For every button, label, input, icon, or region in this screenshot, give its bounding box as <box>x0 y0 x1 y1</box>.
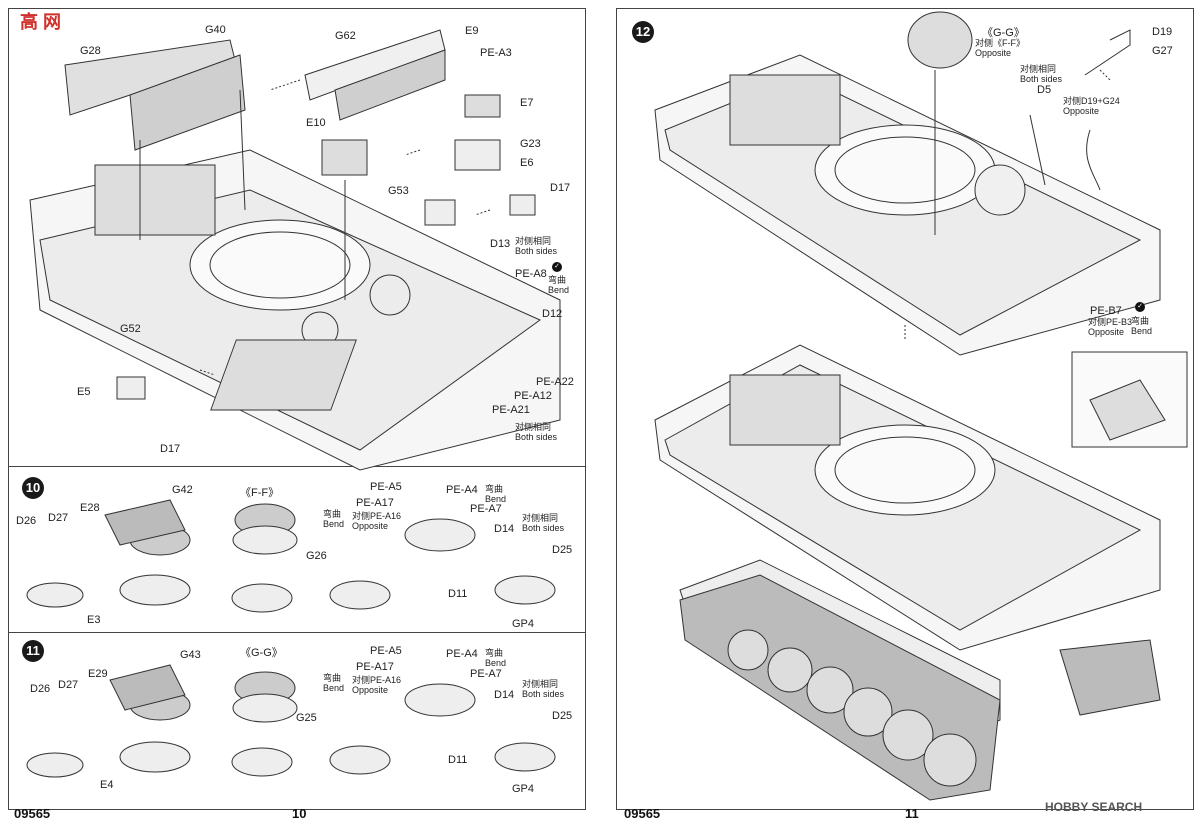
step-10-badge: 10 <box>22 477 44 499</box>
kit-code-right: 09565 <box>624 806 661 821</box>
label-D17b: D17 <box>160 443 181 455</box>
site-logo: 高 网 <box>20 12 62 32</box>
step-11-panel <box>8 632 586 810</box>
label-both-sides: 对侧相同 Both sides <box>522 513 565 533</box>
label-D19G24-opposite: 对侧D19+G24 Opposite <box>1063 96 1120 116</box>
label-E9: E9 <box>465 25 479 37</box>
label-PE-A4: PE-A4 <box>446 484 478 496</box>
label-GG-12: 《G-G》 <box>982 27 1025 39</box>
label-G40: G40 <box>205 24 226 36</box>
label-PE-A17-11: PE-A17 <box>356 661 394 673</box>
label-bend-1: 弯曲 Bend <box>548 275 570 295</box>
label-both-sides-1: 对侧相同 Both sides <box>515 236 558 256</box>
label-E28: E28 <box>80 502 100 514</box>
label-G23: G23 <box>520 138 541 150</box>
label-PE-A22: PE-A22 <box>536 376 574 388</box>
label-D14: D14 <box>494 523 515 535</box>
step-12-badge: 12 <box>632 21 654 43</box>
label-bend-b: 弯曲 Bend <box>323 509 345 529</box>
label-D27-11: D27 <box>58 679 79 691</box>
label-G26: G26 <box>306 550 327 562</box>
label-PE-A12: PE-A12 <box>514 390 552 402</box>
label-bend-a-11: 弯曲 Bend <box>485 648 507 668</box>
label-D11: D11 <box>448 588 468 600</box>
label-G42: G42 <box>172 484 193 496</box>
label-D26-11: D26 <box>30 683 51 695</box>
label-D25-11: D25 <box>552 710 573 722</box>
bend-check-icon: ✓ <box>552 262 562 272</box>
label-both-sides-2: 对侧相同 Both sides <box>515 422 558 442</box>
label-both-sides-11: 对侧相同 Both sides <box>522 679 565 699</box>
label-D13: D13 <box>490 238 511 250</box>
label-E3: E3 <box>87 614 101 626</box>
label-E29: E29 <box>88 668 108 680</box>
label-opposite: 对侧PE-A16 Opposite <box>352 511 402 531</box>
label-PE-A7-11: PE-A7 <box>470 668 502 680</box>
label-D26: D26 <box>16 515 37 527</box>
label-D12: D12 <box>542 308 563 320</box>
label-D14-11: D14 <box>494 689 515 701</box>
label-PE-A8: PE-A8 <box>515 268 547 280</box>
label-FF-opposite: 对侧《F-F》 Opposite <box>975 38 1025 58</box>
label-PE-B3-opposite: 对侧PE-B3 Opposite <box>1088 317 1133 337</box>
step-10-panel <box>8 466 586 634</box>
kit-code-left: 09565 <box>14 806 51 821</box>
label-PE-A7: PE-A7 <box>470 503 502 515</box>
label-bend-a: 弯曲 Bend <box>485 484 507 504</box>
label-FF: 《F-F》 <box>240 487 280 499</box>
label-G53: G53 <box>388 185 409 197</box>
bend-check-icon-12: ✓ <box>1135 302 1145 312</box>
label-D25: D25 <box>552 544 573 556</box>
label-E7: E7 <box>520 97 534 109</box>
label-PE-A3: PE-A3 <box>480 47 512 59</box>
label-G25: G25 <box>296 712 317 724</box>
label-D27: D27 <box>48 512 69 524</box>
label-bend-12: 弯曲 Bend <box>1131 316 1153 336</box>
label-GG: 《G-G》 <box>240 647 283 659</box>
label-E4: E4 <box>100 779 114 791</box>
label-E10: E10 <box>306 117 326 129</box>
label-PE-A4-11: PE-A4 <box>446 648 478 660</box>
label-opposite-11: 对侧PE-A16 Opposite <box>352 675 402 695</box>
label-D5: D5 <box>1037 84 1052 96</box>
label-E5: E5 <box>77 386 91 398</box>
page-number-right: 11 <box>905 806 919 821</box>
label-G28: G28 <box>80 45 101 57</box>
label-G43: G43 <box>180 649 201 661</box>
label-D11-11: D11 <box>448 754 468 766</box>
label-PE-A5: PE-A5 <box>370 481 402 493</box>
label-GP4-11: GP4 <box>512 783 535 795</box>
label-PE-A17: PE-A17 <box>356 497 394 509</box>
label-G52: G52 <box>120 323 141 335</box>
label-GP4: GP4 <box>512 618 535 630</box>
label-D17a: D17 <box>550 182 571 194</box>
hobby-search-watermark: HOBBY SEARCH <box>1045 800 1143 814</box>
label-bend-b-11: 弯曲 Bend <box>323 673 345 693</box>
label-E6: E6 <box>520 157 534 169</box>
step-11-badge: 11 <box>22 640 44 662</box>
label-PE-A21: PE-A21 <box>492 404 530 416</box>
label-both-sides-12: 对侧相同 Both sides <box>1020 64 1063 84</box>
label-G27: G27 <box>1152 45 1173 57</box>
label-G62: G62 <box>335 30 356 42</box>
page-number-left: 10 <box>292 806 307 821</box>
label-PE-A5-11: PE-A5 <box>370 645 402 657</box>
label-D19: D19 <box>1152 26 1173 38</box>
label-PE-B7: PE-B7 <box>1090 305 1122 317</box>
